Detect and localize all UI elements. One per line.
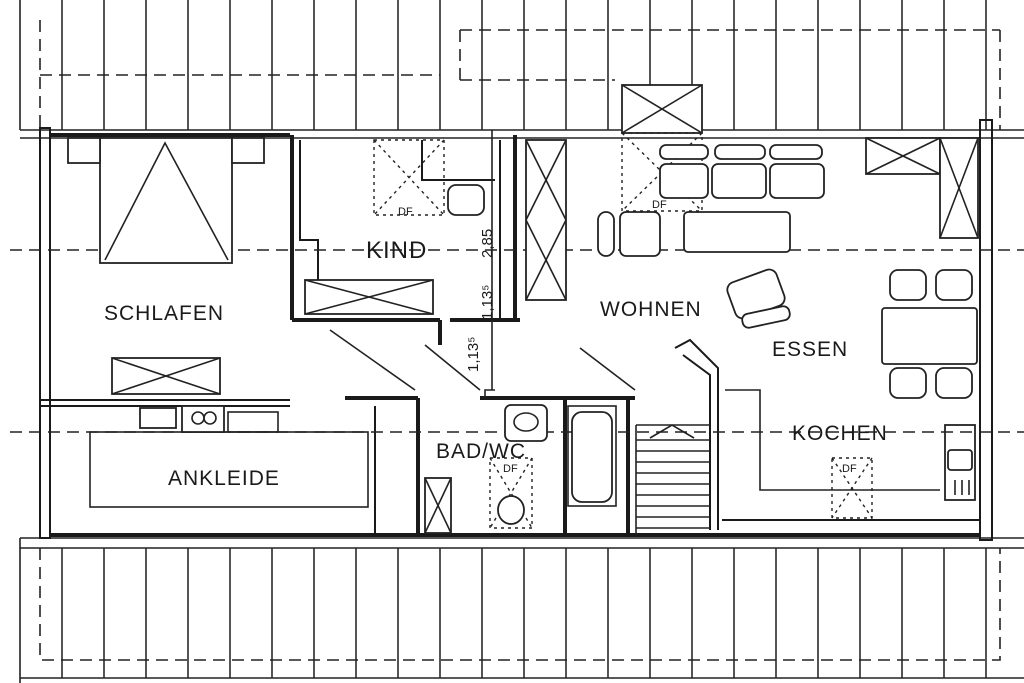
- wohnen-skylight: DF: [621, 84, 703, 212]
- ankleide-furniture: [89, 405, 369, 508]
- sofa: [597, 144, 825, 257]
- kind-skylight-label: DF: [398, 206, 413, 218]
- bathtub-frame: [567, 405, 617, 507]
- label-ankleide: ANKLEIDE: [168, 467, 280, 490]
- kind-desk-chair: [447, 184, 485, 216]
- door-swing-wohnen: [579, 347, 636, 391]
- kind-walls: [290, 135, 520, 345]
- dining-table: [881, 269, 978, 399]
- wohnen-skylight-label: DF: [652, 199, 667, 211]
- dimension-1-13-a: 1,13⁵: [479, 285, 496, 320]
- washbasin: [504, 404, 548, 442]
- label-schlafen: SCHLAFEN: [104, 302, 224, 325]
- bad-skylight-label: DF: [503, 463, 518, 475]
- kind-bed: [304, 279, 434, 315]
- bad-skylight: DF: [489, 457, 533, 529]
- skylight-right-top: [865, 137, 979, 239]
- label-essen: ESSEN: [772, 338, 848, 361]
- label-kind: KIND: [366, 237, 427, 264]
- washbasin-bowl: [513, 412, 539, 432]
- kind-shelf: [525, 139, 567, 301]
- bathtub: [571, 411, 613, 503]
- dimension-1-13-b: 1,13⁵: [465, 337, 482, 372]
- wardrobe-schlafen: [111, 357, 221, 395]
- label-bad-wc: BAD/WC: [436, 440, 526, 463]
- kind-skylight: DF: [373, 139, 445, 218]
- bed: [67, 137, 265, 264]
- kochen-skylight-label: DF: [842, 463, 857, 475]
- kochen-skylight: DF: [831, 457, 873, 519]
- dimension-2-85: 2,85: [479, 229, 496, 258]
- roof-rafters-bottom: [19, 537, 1024, 683]
- armchair: [726, 268, 791, 329]
- door-swing-schlafen: [329, 329, 416, 391]
- outer-walls: [39, 119, 993, 541]
- label-wohnen: WOHNEN: [600, 298, 702, 321]
- bad-shelf: [424, 477, 452, 534]
- door-swing-bad: [424, 344, 481, 391]
- label-kochen: KOCHEN: [792, 422, 888, 445]
- kitchen-counter: [722, 389, 980, 521]
- toilet: [497, 495, 525, 525]
- roof-rafters-top: [19, 0, 1024, 139]
- staircase: [635, 338, 719, 535]
